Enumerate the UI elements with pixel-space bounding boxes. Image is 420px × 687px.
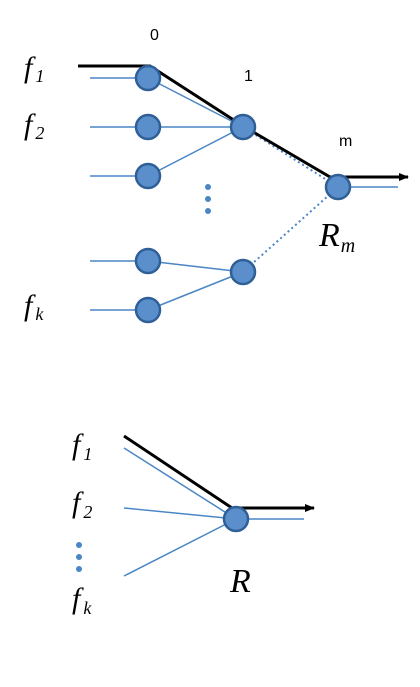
vertical-ellipsis-top [205,184,211,214]
edge-leaf3-to-n1 [147,126,244,177]
level1-node-upper [229,113,257,141]
root-label-r: R [229,563,251,600]
level1-node-lower [229,258,257,286]
bottom-edge-input-2 [123,507,237,520]
vertical-ellipsis-bottom [76,542,82,572]
bold-path-bottom [123,434,315,512]
level-label-m: m [339,133,352,150]
leaf-node-5 [134,296,162,324]
edge-n2-to-root-dotted [242,186,339,273]
edge-leaf4-to-n2 [147,260,244,273]
edge-n1-to-root-dotted [242,126,339,188]
level-label-1: 1 [244,68,253,85]
bottom-edge-input-k [123,518,237,577]
level-label-0: 0 [150,27,159,44]
leaf-node-1 [134,64,162,92]
root-label-rm: Rm [318,217,355,257]
edge-leaf5-to-n2 [147,271,244,311]
leaf-node-4 [134,247,162,275]
leaf-node-3 [134,162,162,190]
edge-leaf1-to-n1 [147,77,244,128]
root-node-top [324,173,352,201]
bottom-edge-input-1 [123,447,237,520]
root-node-bottom [222,505,250,533]
leaf-node-2 [134,113,162,141]
